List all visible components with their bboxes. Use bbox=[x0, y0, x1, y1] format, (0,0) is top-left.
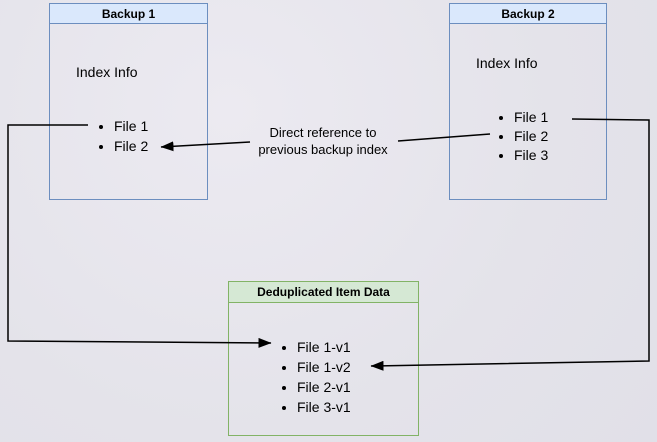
backup1-title: Backup 1 bbox=[50, 4, 207, 24]
list-item: File 1 bbox=[514, 108, 548, 127]
dedup-title: Deduplicated Item Data bbox=[229, 282, 418, 303]
backup1-box: Backup 1 Index Info File 1 File 2 bbox=[49, 3, 208, 200]
backup1-file-list: File 1 File 2 bbox=[95, 116, 148, 156]
list-item: File 1 bbox=[114, 116, 148, 136]
direct-reference-label: Direct reference to previous backup inde… bbox=[233, 125, 413, 158]
list-item: File 2 bbox=[514, 127, 548, 146]
list-item: File 3 bbox=[514, 146, 548, 165]
list-item: File 2-v1 bbox=[297, 377, 351, 397]
direct-reference-label-line1: Direct reference to bbox=[269, 125, 377, 140]
backup2-index-info-label: Index Info bbox=[476, 55, 538, 71]
list-item: File 1-v2 bbox=[297, 357, 351, 377]
deduplicated-item-data-box: Deduplicated Item Data File 1-v1 File 1-… bbox=[228, 281, 419, 436]
list-item: File 3-v1 bbox=[297, 397, 351, 417]
direct-reference-label-line2: previous backup index bbox=[258, 141, 388, 157]
list-item: File 2 bbox=[114, 136, 148, 156]
backup2-file-list: File 1 File 2 File 3 bbox=[495, 108, 548, 165]
backup2-box: Backup 2 Index Info File 1 File 2 File 3 bbox=[449, 3, 607, 200]
dedup-file-list: File 1-v1 File 1-v2 File 2-v1 File 3-v1 bbox=[278, 337, 351, 417]
backup2-title: Backup 2 bbox=[450, 4, 606, 24]
backup1-index-info-label: Index Info bbox=[76, 64, 138, 80]
list-item: File 1-v1 bbox=[297, 337, 351, 357]
